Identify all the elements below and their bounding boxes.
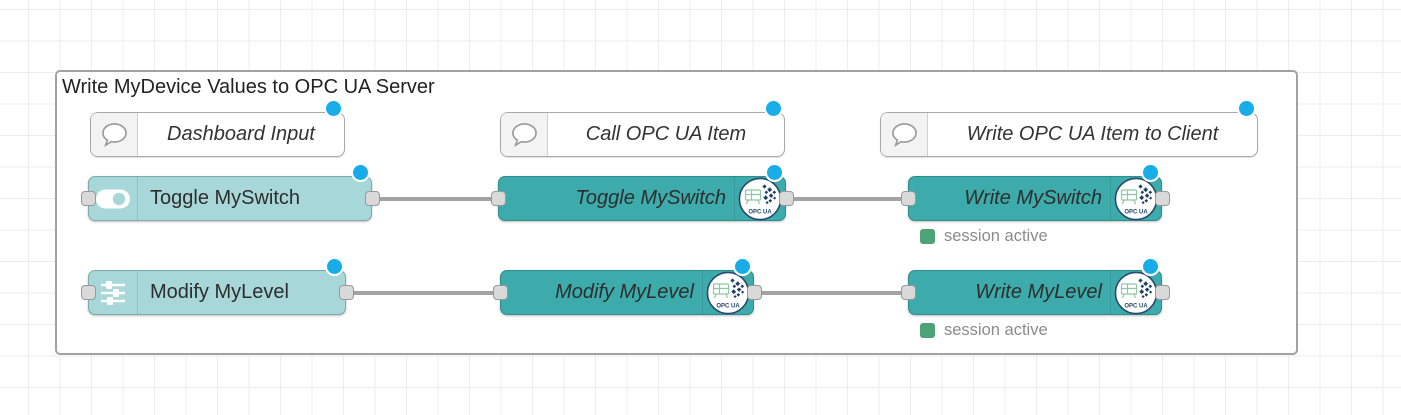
opcua-logo-icon: OPC UA xyxy=(1110,271,1161,314)
wire[interactable] xyxy=(372,196,498,201)
node-write-mylevel-opcua[interactable]: Write MyLevel xyxy=(908,270,1162,315)
output-port[interactable] xyxy=(778,191,794,206)
input-port[interactable] xyxy=(900,285,916,300)
output-port[interactable] xyxy=(364,191,380,206)
node-toggle-myswitch-opcua[interactable]: Toggle MySwitch xyxy=(498,176,786,221)
output-port[interactable] xyxy=(1154,191,1170,206)
opcua-logo-icon: OPC UA xyxy=(702,271,753,314)
input-port[interactable] xyxy=(490,191,506,206)
svg-text:OPC UA: OPC UA xyxy=(1124,209,1148,215)
comment-node-write-opcua-item[interactable]: Write OPC UA Item to Client xyxy=(880,112,1258,157)
comment-node-call-opcua-item[interactable]: Call OPC UA Item xyxy=(500,112,785,157)
output-port[interactable] xyxy=(1154,285,1170,300)
changed-indicator-dot xyxy=(733,257,752,276)
input-port[interactable] xyxy=(492,285,508,300)
toggle-switch-icon xyxy=(89,177,138,220)
svg-text:OPC UA: OPC UA xyxy=(716,303,740,309)
node-label: Modify MyLevel xyxy=(555,281,694,303)
node-write-myswitch-opcua[interactable]: Write MySwitch xyxy=(908,176,1162,221)
changed-indicator-dot xyxy=(765,163,784,182)
group-title: Write MyDevice Values to OPC UA Server xyxy=(62,76,435,98)
status-text: session active xyxy=(944,321,1048,339)
speech-bubble-icon xyxy=(881,113,928,156)
changed-indicator-dot xyxy=(1141,163,1160,182)
comment-label: Write OPC UA Item to Client xyxy=(966,123,1219,145)
node-label: Write MySwitch xyxy=(964,187,1102,209)
speech-bubble-icon xyxy=(501,113,548,156)
status-dot-green xyxy=(920,323,935,338)
status-dot-green xyxy=(920,229,935,244)
changed-indicator-dot xyxy=(1141,257,1160,276)
input-port[interactable] xyxy=(80,285,96,300)
comment-label: Call OPC UA Item xyxy=(585,123,747,145)
wire[interactable] xyxy=(346,290,500,295)
changed-indicator-dot xyxy=(351,163,370,182)
opcua-logo-icon: OPC UA xyxy=(734,177,785,220)
sliders-icon xyxy=(89,271,138,314)
changed-indicator-dot xyxy=(325,257,344,276)
changed-indicator-dot xyxy=(1237,99,1256,118)
status-indicator: session active xyxy=(920,321,1048,340)
output-port[interactable] xyxy=(338,285,354,300)
node-modify-mylevel-dashboard[interactable]: Modify MyLevel xyxy=(88,270,346,315)
opcua-logo-icon: OPC UA xyxy=(1110,177,1161,220)
status-indicator: session active xyxy=(920,227,1048,246)
speech-bubble-icon xyxy=(91,113,138,156)
wire[interactable] xyxy=(786,196,908,201)
status-text: session active xyxy=(944,227,1048,245)
node-label: Modify MyLevel xyxy=(150,281,289,303)
input-port[interactable] xyxy=(900,191,916,206)
svg-text:OPC UA: OPC UA xyxy=(748,209,772,215)
changed-indicator-dot xyxy=(764,99,783,118)
node-label: Toggle MySwitch xyxy=(150,187,301,209)
wire[interactable] xyxy=(754,290,908,295)
node-modify-mylevel-opcua[interactable]: Modify MyLevel xyxy=(500,270,754,315)
node-toggle-myswitch-dashboard[interactable]: Toggle MySwitch xyxy=(88,176,372,221)
node-label: Toggle MySwitch xyxy=(575,187,726,209)
changed-indicator-dot xyxy=(324,99,343,118)
svg-text:OPC UA: OPC UA xyxy=(1124,303,1148,309)
output-port[interactable] xyxy=(746,285,762,300)
comment-label: Dashboard Input xyxy=(167,123,315,145)
node-label: Write MyLevel xyxy=(975,281,1102,303)
input-port[interactable] xyxy=(80,191,96,206)
comment-node-dashboard-input[interactable]: Dashboard Input xyxy=(90,112,345,157)
